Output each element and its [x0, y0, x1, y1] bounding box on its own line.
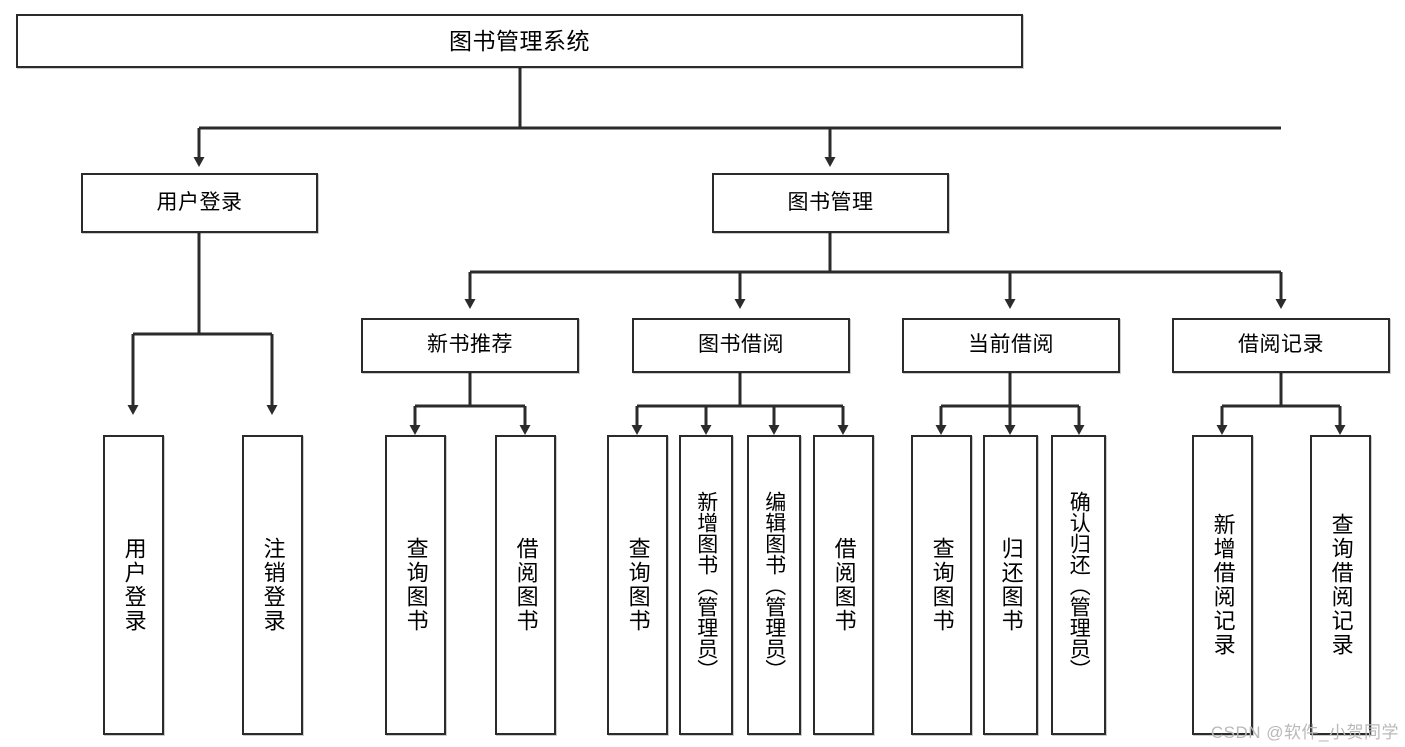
- node-new-book-recommend-label: 新书推荐: [427, 333, 513, 357]
- node-borrow-record-label: 借阅记录: [1238, 333, 1324, 357]
- node-user-login-label: 用户登录: [156, 190, 243, 214]
- node-leaf-logout[interactable]: 注销登录: [242, 435, 303, 735]
- node-leaf-borrow-book-2-label: 借阅图书: [831, 537, 857, 633]
- node-new-book-recommend[interactable]: 新书推荐: [361, 318, 579, 373]
- node-leaf-borrow-book-1-label: 借阅图书: [513, 537, 539, 633]
- node-leaf-confirm-return-label: 确认归还（管理员）: [1067, 490, 1091, 680]
- node-current-borrow-label: 当前借阅: [968, 333, 1054, 357]
- node-leaf-query-record[interactable]: 查询借阅记录: [1310, 435, 1371, 735]
- node-leaf-confirm-return[interactable]: 确认归还（管理员）: [1051, 435, 1106, 735]
- node-leaf-add-book[interactable]: 新增图书（管理员）: [679, 435, 733, 735]
- node-leaf-query-record-label: 查询借阅记录: [1328, 513, 1354, 657]
- node-leaf-query-book-3[interactable]: 查询图书: [911, 435, 972, 735]
- node-book-manage[interactable]: 图书管理: [712, 173, 949, 233]
- node-root[interactable]: 图书管理系统: [16, 14, 1023, 68]
- node-leaf-add-record-label: 新增借阅记录: [1210, 513, 1236, 657]
- node-leaf-edit-book[interactable]: 编辑图书（管理员）: [747, 435, 801, 735]
- csdn-watermark: CSDN @软件_小贺同学: [1210, 723, 1399, 742]
- node-leaf-return-book-label: 归还图书: [998, 537, 1024, 633]
- node-borrow-record[interactable]: 借阅记录: [1172, 318, 1390, 373]
- node-leaf-edit-book-label: 编辑图书（管理员）: [762, 490, 786, 680]
- node-book-borrow-label: 图书借阅: [698, 333, 784, 357]
- node-leaf-logout-label: 注销登录: [260, 537, 286, 633]
- node-leaf-user-login-label: 用户登录: [121, 537, 147, 633]
- node-book-borrow[interactable]: 图书借阅: [632, 318, 850, 373]
- node-leaf-query-book-2[interactable]: 查询图书: [607, 435, 668, 735]
- node-root-label: 图书管理系统: [449, 27, 590, 54]
- node-leaf-query-book-1[interactable]: 查询图书: [385, 435, 446, 735]
- node-current-borrow[interactable]: 当前借阅: [902, 318, 1120, 373]
- node-leaf-query-book-3-label: 查询图书: [929, 537, 955, 633]
- node-leaf-borrow-book-2[interactable]: 借阅图书: [813, 435, 874, 735]
- node-leaf-add-record[interactable]: 新增借阅记录: [1192, 435, 1253, 735]
- node-leaf-add-book-label: 新增图书（管理员）: [694, 490, 718, 680]
- node-leaf-query-book-2-label: 查询图书: [625, 537, 651, 633]
- node-user-login[interactable]: 用户登录: [81, 173, 318, 233]
- node-leaf-query-book-1-label: 查询图书: [403, 537, 429, 633]
- node-leaf-return-book[interactable]: 归还图书: [983, 435, 1038, 735]
- node-leaf-borrow-book-1[interactable]: 借阅图书: [495, 435, 556, 735]
- node-book-manage-label: 图书管理: [787, 190, 874, 214]
- node-leaf-user-login[interactable]: 用户登录: [103, 435, 164, 735]
